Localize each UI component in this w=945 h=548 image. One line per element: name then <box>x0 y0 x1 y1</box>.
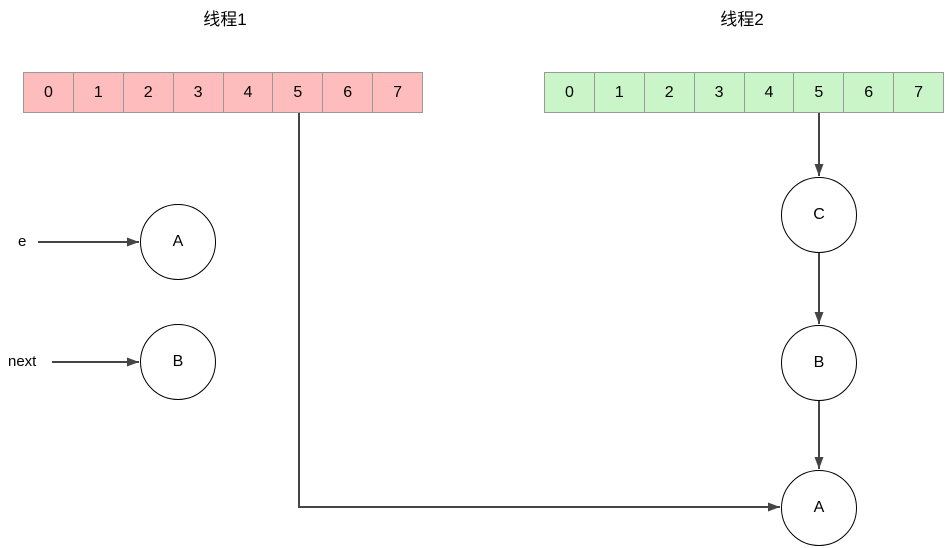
thread1-array: 0 1 2 3 4 5 6 7 <box>23 72 423 113</box>
thread1-cell5-to-a-connector <box>298 113 780 512</box>
array-cell: 5 <box>273 73 324 112</box>
array-cell: 0 <box>24 73 74 112</box>
array-cell: 3 <box>695 73 745 112</box>
array-cell: 4 <box>224 73 274 112</box>
array-cell: 7 <box>914 83 924 101</box>
next-pointer-label: next <box>8 353 37 370</box>
array-cell: 4 <box>745 73 795 112</box>
array-cell: 7 <box>393 83 403 101</box>
node-left-a: A <box>140 204 216 280</box>
array-cell: 6 <box>844 73 895 112</box>
array-cell: 6 <box>323 73 374 112</box>
array-cell: 0 <box>545 73 595 112</box>
array-cell: 1 <box>74 73 124 112</box>
node-left-b: B <box>140 324 216 400</box>
e-pointer-label: e <box>18 233 27 250</box>
array-cell: 3 <box>174 73 224 112</box>
thread1-title: 线程1 <box>203 10 247 29</box>
array-cell: 2 <box>124 73 174 112</box>
node-right-a: A <box>781 470 857 546</box>
array-cell: 5 <box>794 73 845 112</box>
thread2-title: 线程2 <box>720 10 764 29</box>
thread2-array: 0 1 2 3 4 5 6 7 <box>544 72 944 113</box>
array-cell: 1 <box>595 73 645 112</box>
node-right-b: B <box>781 325 857 401</box>
array-cell: 2 <box>645 73 695 112</box>
node-right-c: C <box>781 177 857 253</box>
